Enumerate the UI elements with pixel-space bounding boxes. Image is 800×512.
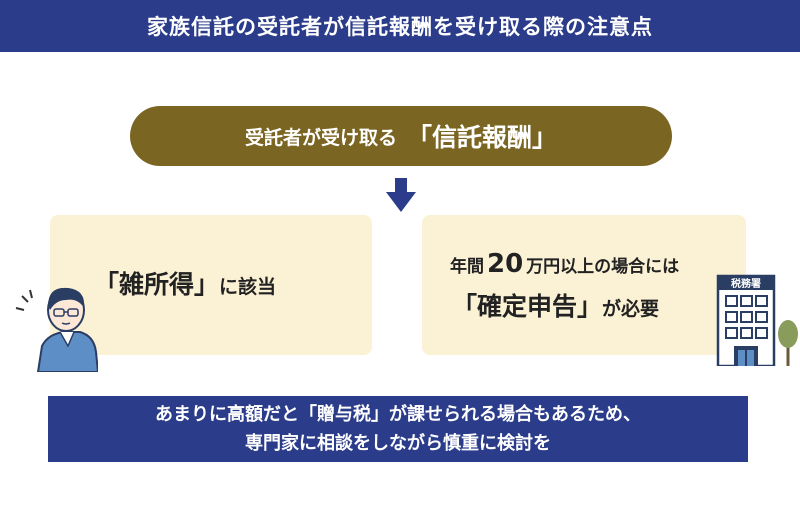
- trust-fee-banner: 受託者が受け取る 「信託報酬」: [130, 106, 672, 166]
- tax-office-building-icon: 税務署: [716, 274, 798, 366]
- tax-return-term: 「確定申告」: [452, 292, 603, 321]
- thinking-person-icon: [15, 287, 98, 372]
- note-line-1: あまりに高額だと「贈与税」が課せられる場合もあるため、: [155, 404, 641, 425]
- down-arrow-icon: [386, 178, 416, 212]
- misc-income-term: 「雑所得」: [94, 270, 220, 299]
- threshold-text: 年間 20 万円以上の場合には: [450, 249, 679, 279]
- misc-income-suffix: に該当: [219, 276, 277, 298]
- threshold-post: 万円以上の場合には: [526, 257, 680, 277]
- tax-office-sign: 税務署: [731, 277, 761, 290]
- misc-income-card: 「雑所得」に該当: [50, 215, 372, 355]
- tax-return-card: 年間 20 万円以上の場合には 「確定申告」が必要: [422, 215, 746, 355]
- misc-income-text: 「雑所得」に該当: [94, 265, 276, 301]
- threshold-number: 20: [487, 249, 524, 279]
- banner-prefix: 受託者が受け取る: [244, 126, 397, 149]
- page-title: 家族信託の受託者が信託報酬を受け取る際の注意点: [0, 0, 800, 52]
- tax-return-text: 「確定申告」が必要: [452, 287, 659, 323]
- threshold-pre: 年間: [450, 257, 484, 277]
- tax-return-suffix: が必要: [602, 298, 660, 320]
- gift-tax-note: あまりに高額だと「贈与税」が課せられる場合もあるため、 専門家に相談をしながら慎…: [48, 396, 748, 462]
- banner-highlight: 「信託報酬」: [407, 123, 558, 152]
- content-area: 受託者が受け取る 「信託報酬」 「雑所得」に該当 年間 20 万円以上の場合には…: [8, 56, 798, 504]
- note-line-2: 専門家に相談をしながら慎重に検討を: [245, 433, 551, 454]
